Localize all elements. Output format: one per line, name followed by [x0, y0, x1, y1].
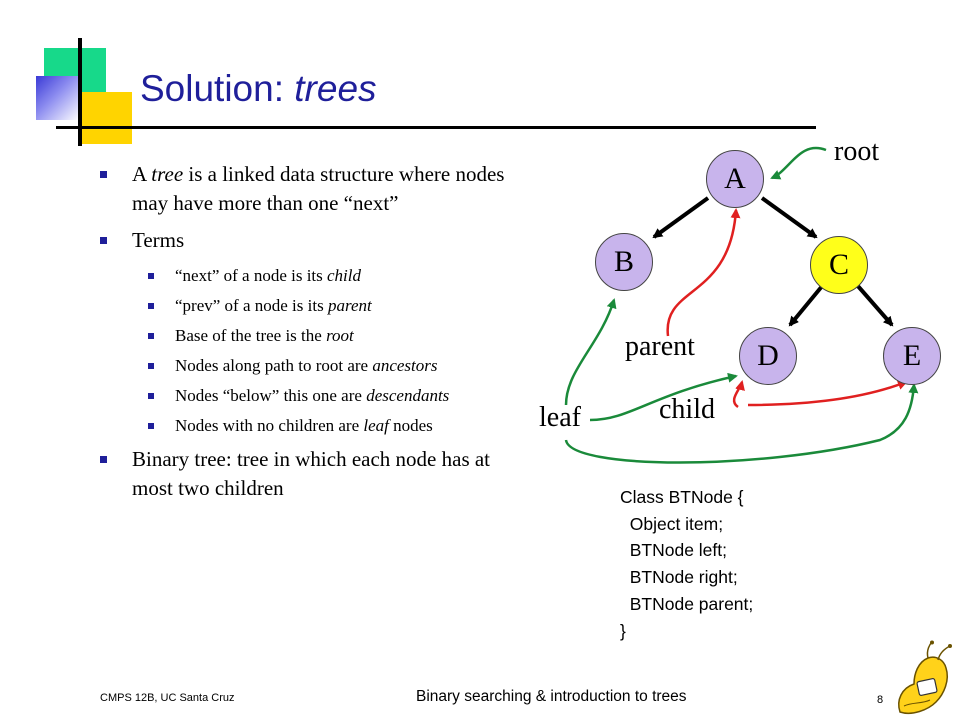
bullet-terms: Terms — [95, 226, 515, 255]
tree-node-e: E — [883, 327, 941, 385]
code-line: BTNode right; — [620, 567, 738, 588]
arrow-child-d — [732, 380, 745, 409]
tree-node-c: C — [810, 236, 868, 294]
banana-slug-logo — [898, 640, 952, 714]
title-deco-blue — [36, 76, 80, 120]
tree-node-a: A — [706, 150, 764, 208]
tree-node-b: B — [595, 233, 653, 291]
arrow-leaf-e — [564, 383, 919, 464]
bullet-binary-tree: Binary tree: tree in which each node has… — [95, 445, 515, 503]
sub-bullet: “next” of a node is its child — [95, 263, 515, 289]
arrow-leaf-b — [564, 298, 617, 406]
arrow-leaf-d — [589, 372, 738, 422]
sub-bullet: Base of the tree is the root — [95, 323, 515, 349]
edge-c-e — [855, 283, 894, 327]
edge-a-c — [760, 196, 818, 239]
code-line: Object item; — [620, 513, 724, 534]
footer-page-number: 8 — [877, 694, 884, 706]
sub-bullet: Nodes “below” this one are descendants — [95, 383, 515, 409]
code-line: } — [620, 620, 626, 641]
footer-title: Binary searching & introduction to trees — [416, 688, 687, 705]
label-leaf: leaf — [539, 402, 581, 433]
slide-title: Solution: trees — [140, 68, 377, 109]
code-block: Class BTNode { Object item; BTNode left;… — [620, 484, 753, 644]
arrow-child-e — [747, 380, 908, 407]
sub-bullet: Nodes with no children are leaf nodes — [95, 413, 515, 439]
footer-course: CMPS 12B, UC Santa Cruz — [100, 692, 235, 704]
bullet-list: A tree is a linked data structure where … — [95, 160, 515, 511]
tree-node-d: D — [739, 327, 797, 385]
sub-bullet: “prev” of a node is its parent — [95, 293, 515, 319]
code-line: BTNode left; — [620, 540, 727, 561]
label-parent: parent — [625, 331, 695, 362]
code-line: BTNode parent; — [620, 593, 754, 614]
title-deco-vline — [78, 38, 82, 146]
arrow-root — [770, 146, 827, 180]
edge-c-d — [788, 283, 825, 327]
sub-bullet: Nodes along path to root are ancestors — [95, 353, 515, 379]
title-deco-yellow — [80, 92, 132, 144]
arrow-parent — [666, 208, 741, 337]
label-child: child — [659, 394, 715, 425]
code-line: Class BTNode { — [620, 487, 744, 507]
title-underline — [56, 126, 816, 129]
label-root: root — [834, 136, 880, 167]
edge-a-b — [652, 196, 710, 239]
bullet-tree-definition: A tree is a linked data structure where … — [95, 160, 515, 218]
